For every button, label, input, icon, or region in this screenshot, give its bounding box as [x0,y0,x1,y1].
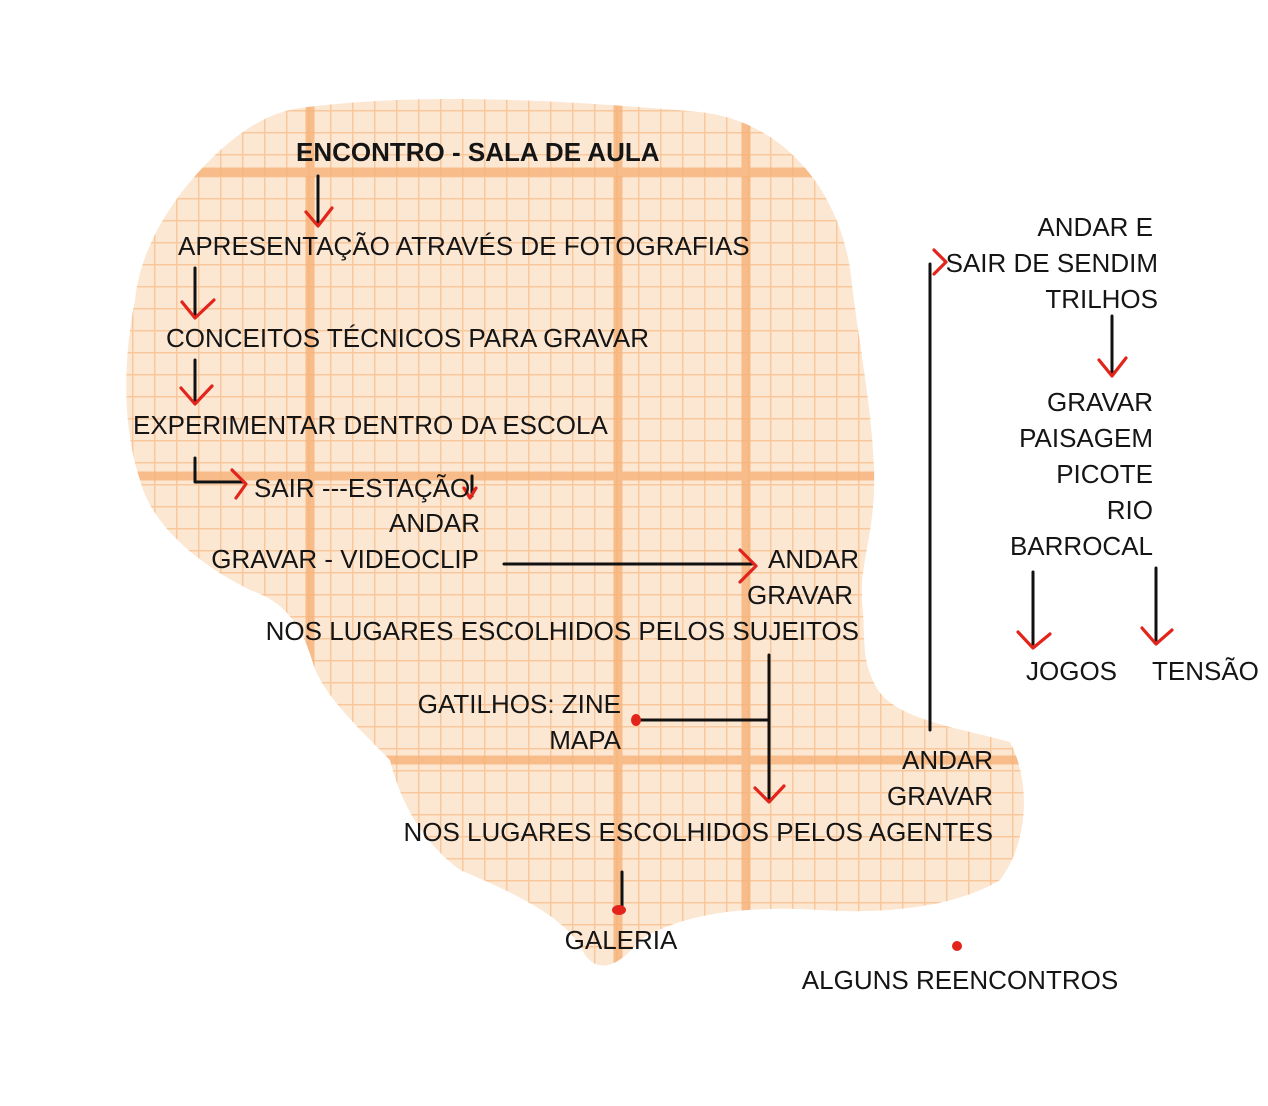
arrow-down-icon [753,784,786,804]
arrow-right-icon [932,248,948,276]
arrow-down-icon [462,486,478,500]
label-barrocal: BARROCAL [1010,531,1153,561]
label-gravar-3: GRAVAR [887,781,993,811]
label-trilhos: TRILHOS [1045,284,1158,314]
arrow-down-icon [1140,626,1174,646]
arrow-down-icon [180,298,216,320]
label-picote: PICOTE [1056,459,1153,489]
dot-icon [952,941,962,951]
label-reencontros: ALGUNS REENCONTROS [802,965,1118,995]
arrow-heads [179,206,1174,804]
label-sujeitos: NOS LUGARES ESCOLHIDOS PELOS SUJEITOS [266,616,859,646]
label-andar-3: ANDAR [902,745,993,775]
grid-map-background [126,99,1024,966]
arrow-down-icon [304,206,334,228]
dot-icon [631,714,641,726]
arrow-down-icon [179,384,214,406]
label-encontro: ENCONTRO - SALA DE AULA [296,137,660,167]
label-experimentar: EXPERIMENTAR DENTRO DA ESCOLA [133,410,608,440]
label-agentes: NOS LUGARES ESCOLHIDOS PELOS AGENTES [403,817,993,847]
label-andar-1: ANDAR [389,508,480,538]
connector-lines [193,174,1158,912]
arrow-down-icon [1016,630,1052,650]
arrow-down-icon [1097,356,1128,378]
labels: ENCONTRO - SALA DE AULA APRESENTAÇÃO ATR… [133,137,1259,995]
dot-icon [612,905,626,915]
markers [612,714,962,951]
label-andar-2: ANDAR [768,544,859,574]
label-jogos: JOGOS [1026,656,1117,686]
label-rio: RIO [1107,495,1153,525]
label-gravar-videoclip: GRAVAR - VIDEOCLIP [211,544,479,574]
label-conceitos: CONCEITOS TÉCNICOS PARA GRAVAR [166,323,649,353]
label-gravar-4: GRAVAR [1047,387,1153,417]
label-sair-sendim: SAIR DE SENDIM [946,248,1158,278]
label-paisagem: PAISAGEM [1019,423,1153,453]
label-andar-e: ANDAR E [1037,212,1153,242]
label-galeria: GALERIA [565,925,678,955]
label-mapa: MAPA [549,725,621,755]
arrow-right-icon [230,468,248,500]
label-gravar-2: GRAVAR [747,580,853,610]
label-gatilhos: GATILHOS: ZINE [418,689,621,719]
label-sair-estacao: SAIR ---ESTAÇÃO [254,473,470,503]
arrow-right-icon [738,548,758,584]
label-tensao: TENSÃO [1152,656,1259,686]
label-apresentacao: APRESENTAÇÃO ATRAVÉS DE FOTOGRAFIAS [178,231,750,261]
